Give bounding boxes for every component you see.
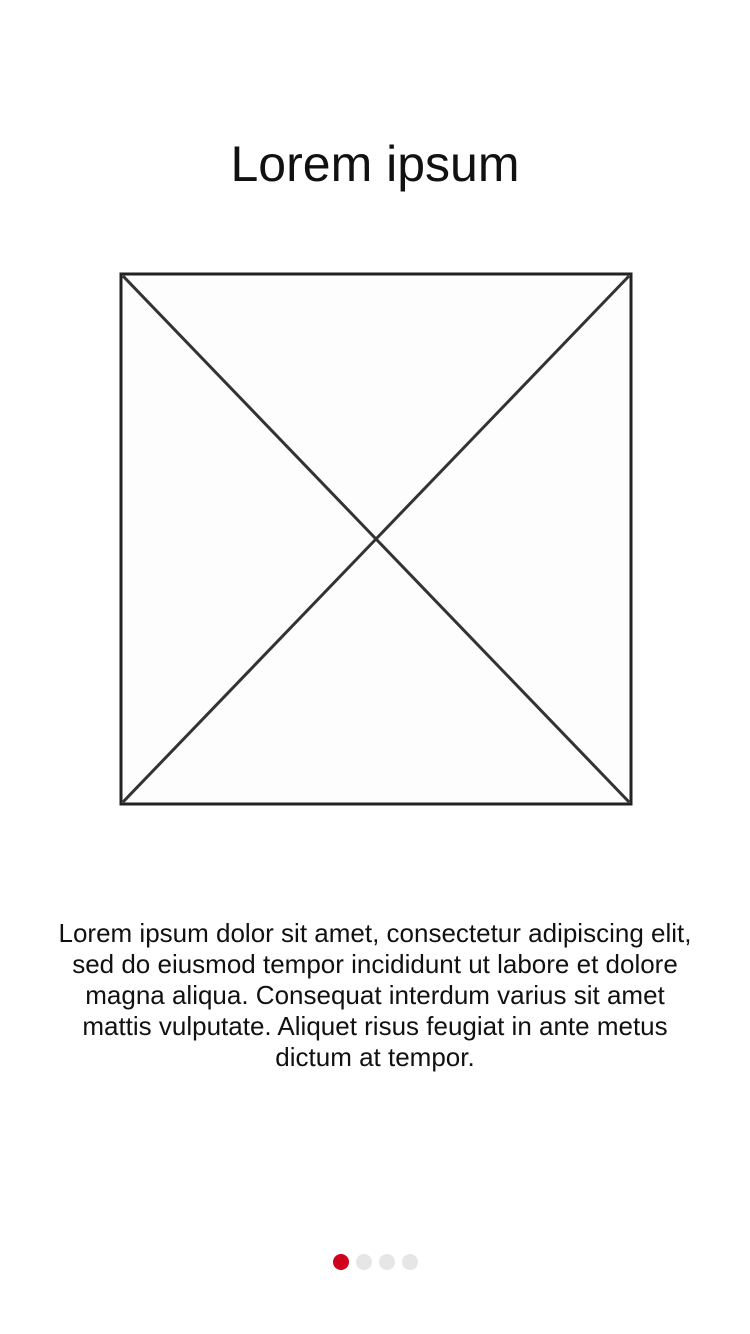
image-placeholder-icon xyxy=(119,272,633,806)
page-dot-3[interactable] xyxy=(378,1254,395,1270)
page-indicator xyxy=(0,1253,750,1271)
description-text: Lorem ipsum dolor sit amet, consectetur … xyxy=(58,918,692,1072)
page-dot-4[interactable] xyxy=(401,1254,418,1270)
page-title: Lorem ipsum xyxy=(230,136,520,192)
page-dot-1[interactable] xyxy=(332,1254,349,1270)
image-placeholder xyxy=(119,272,633,806)
page-dot-2[interactable] xyxy=(355,1254,372,1270)
